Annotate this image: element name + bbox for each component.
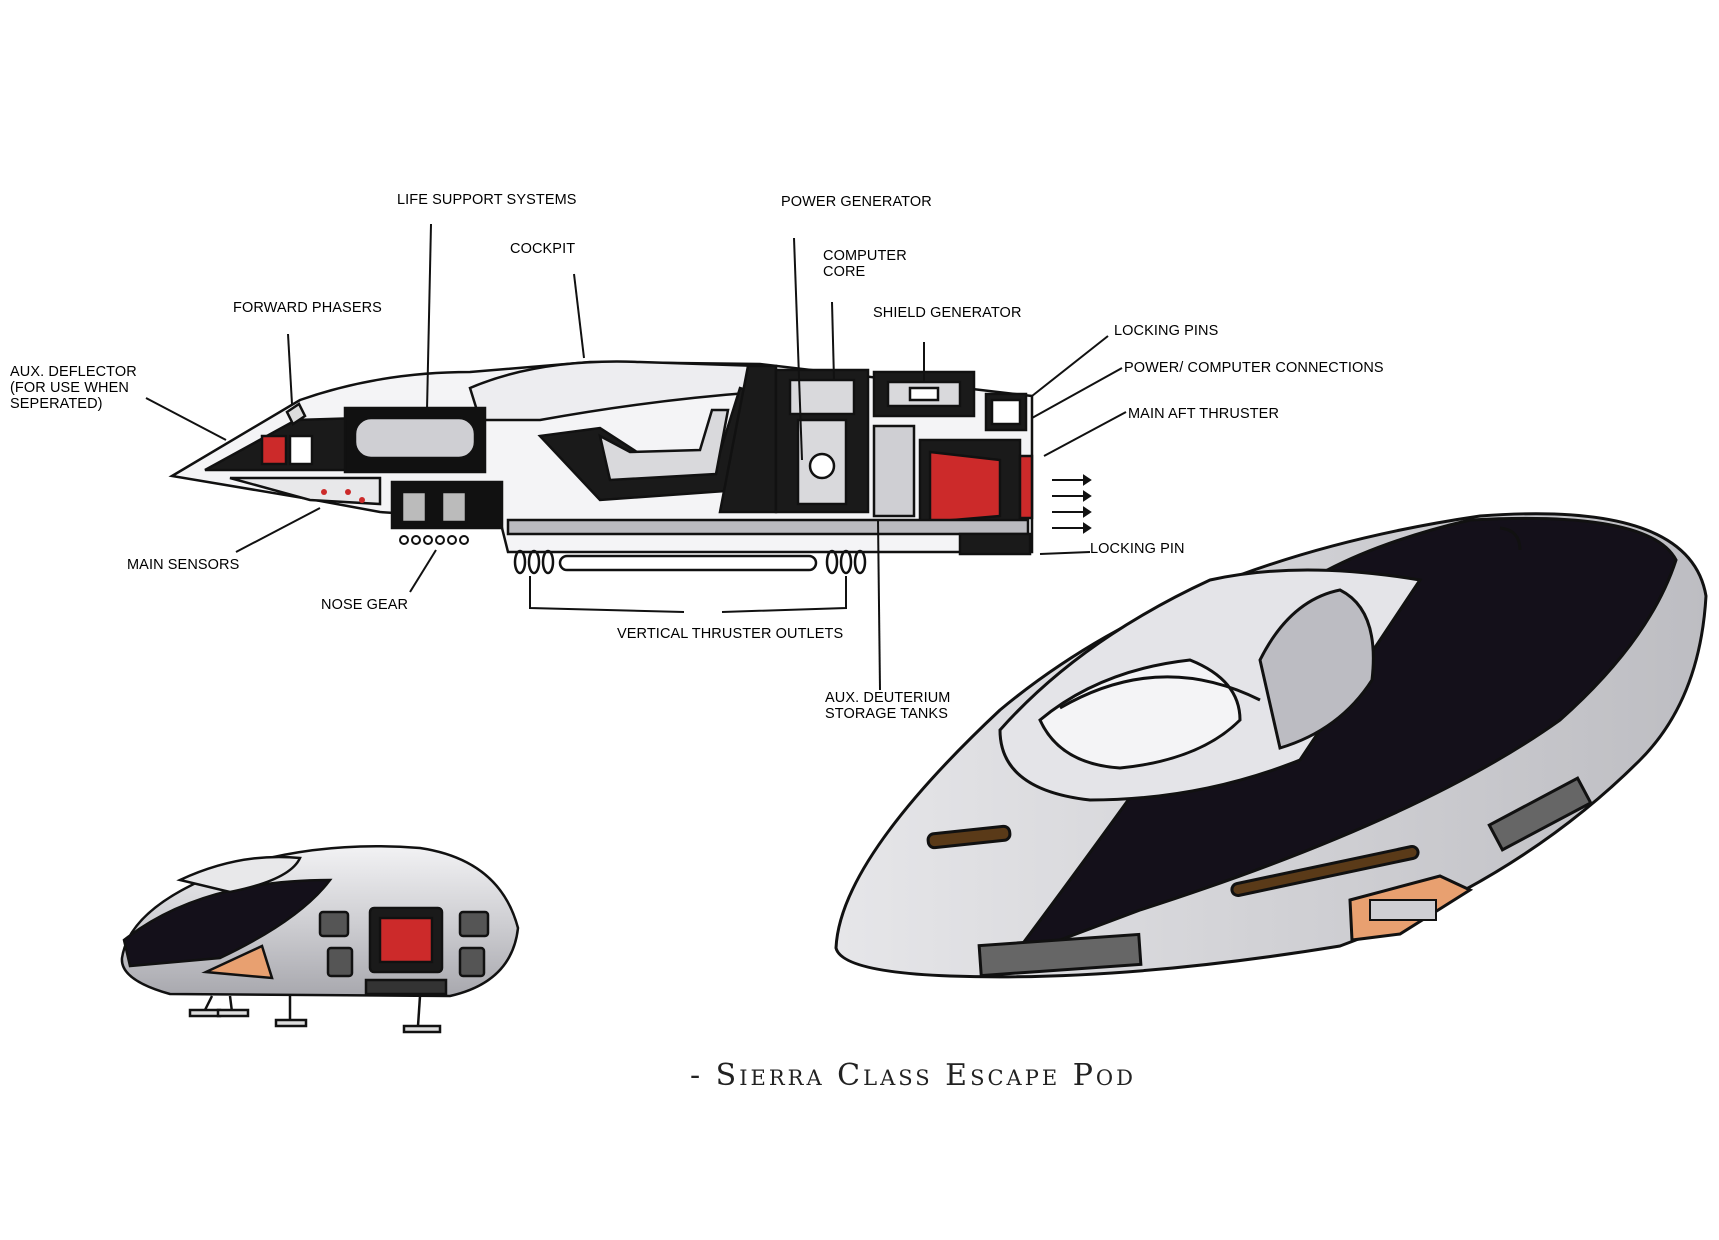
- lower-duct: [506, 518, 1030, 536]
- label-power-generator: POWER GENERATOR: [781, 194, 932, 210]
- pod-front-side-panel: [201, 944, 274, 980]
- cutaway-view: [168, 360, 1092, 575]
- pod-front-legs: [188, 995, 442, 1034]
- label-power-computer: POWER/ COMPUTER CONNECTIONS: [1124, 360, 1384, 376]
- phaser-red-block: [260, 434, 288, 466]
- label-nose-gear: NOSE GEAR: [321, 597, 409, 613]
- exhaust-arrows: [1052, 474, 1092, 534]
- label-computer-core: COMPUTER CORE: [823, 248, 907, 280]
- label-shield-generator: SHIELD GENERATOR: [873, 305, 1022, 321]
- label-main-sensors: MAIN SENSORS: [127, 557, 240, 573]
- forward-phaser: [285, 402, 307, 426]
- vertical-thruster-outlets: [513, 549, 867, 575]
- pod-persp-frame: [1059, 675, 1261, 710]
- pod-persp-seat: [1258, 588, 1375, 750]
- label-locking-pin: LOCKING PIN: [1090, 541, 1185, 557]
- label-main-aft-thruster: MAIN AFT THRUSTER: [1128, 406, 1280, 422]
- pod-front-canopy: [176, 855, 302, 894]
- pod-front-view: [120, 844, 520, 1034]
- pod-persp-panel: [977, 932, 1143, 978]
- leader-lines: [145, 223, 1127, 691]
- nose-gear: [399, 535, 469, 545]
- label-vertical-thrusters: VERTICAL THRUSTER OUTLETS: [617, 626, 844, 642]
- deuterium-bay: [872, 424, 916, 518]
- label-aux-deflector: AUX. DEFLECTOR (FOR USE WHEN SEPERATED): [10, 364, 137, 412]
- label-cockpit: COCKPIT: [510, 241, 576, 257]
- pod-front-stripe: [122, 878, 333, 968]
- label-aux-deuterium: AUX. DEUTERIUM STORAGE TANKS: [825, 690, 951, 722]
- diagram-caption: - Sierra Class Escape Pod: [690, 1058, 1136, 1093]
- label-locking-pins: LOCKING PINS: [1114, 323, 1219, 339]
- pod-persp-vent: [926, 824, 1012, 850]
- label-forward-phasers: FORWARD PHASERS: [233, 300, 382, 316]
- thruster-red: [928, 450, 1002, 524]
- pod-perspective-view: [834, 512, 1708, 979]
- label-life-support: LIFE SUPPORT SYSTEMS: [397, 192, 577, 208]
- sensor-bay: [229, 476, 382, 506]
